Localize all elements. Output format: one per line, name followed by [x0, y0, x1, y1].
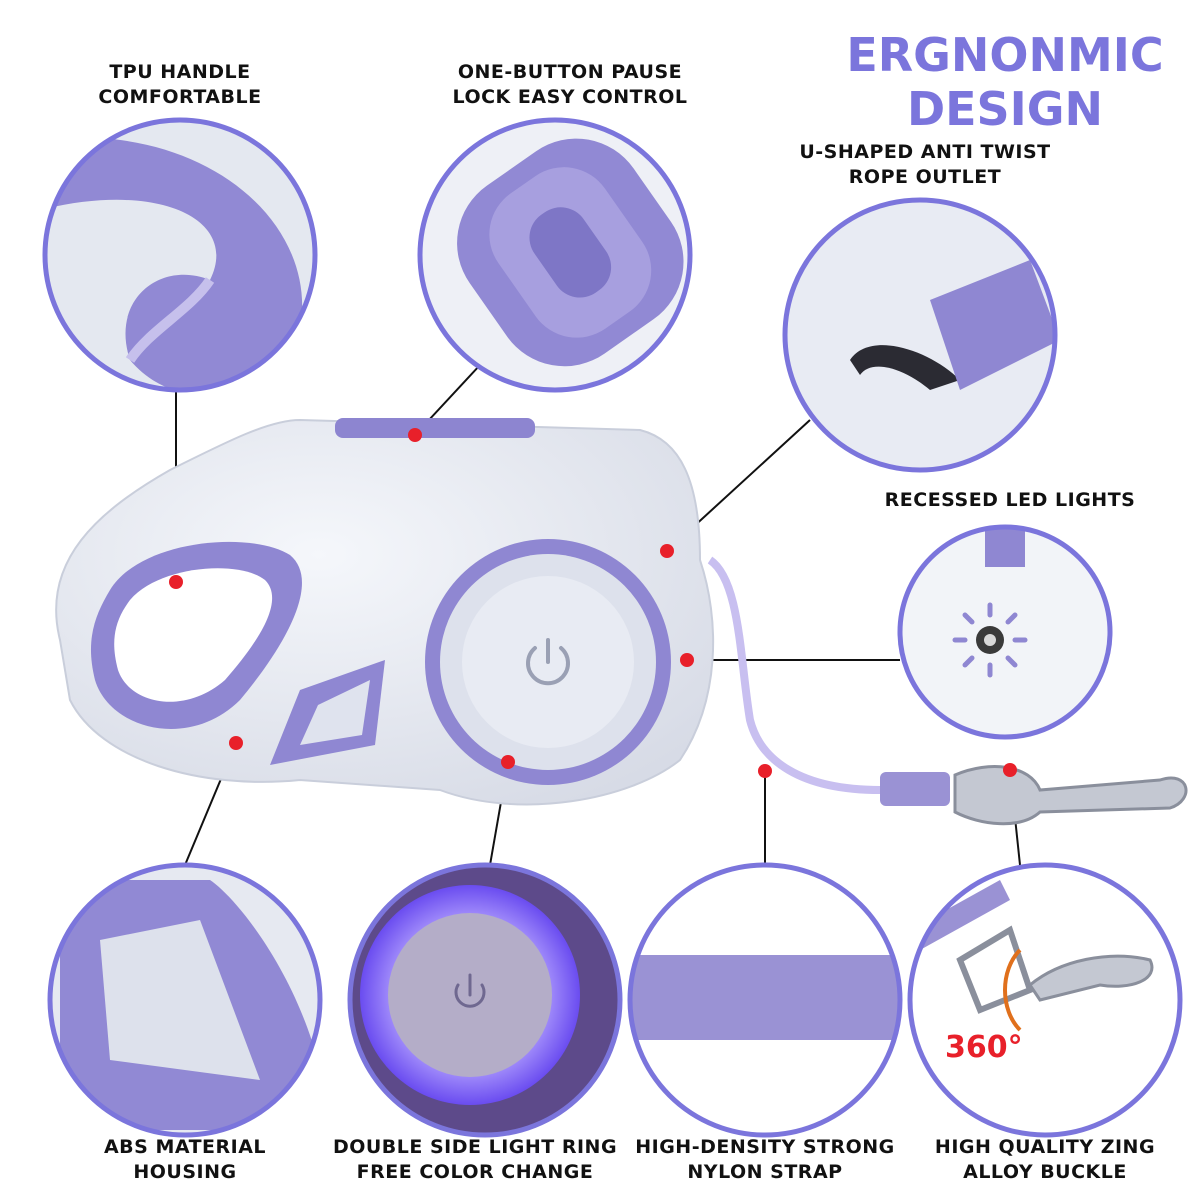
headline: ERGNONMIC DESIGN	[820, 28, 1190, 136]
label-led-lights: RECESSED LED LIGHTS	[884, 489, 1136, 511]
label-rope-outlet: U-SHAPED ANTI TWIST ROPE OUTLET	[799, 141, 1051, 188]
detail-abs-housing	[47, 862, 323, 1138]
detail-led-lights	[897, 524, 1113, 740]
rotation-badge: 360°	[945, 1030, 1023, 1065]
detail-rope-outlet	[782, 197, 1058, 473]
headline-line1: ERGNONMIC	[846, 28, 1164, 82]
label-nylon-strap: HIGH-DENSITY STRONG NYLON STRAP	[635, 1136, 895, 1183]
detail-pause-button	[417, 117, 693, 393]
label-alloy-buckle: HIGH QUALITY ZING ALLOY BUCKLE	[934, 1136, 1156, 1183]
detail-nylon-strap	[627, 862, 903, 1138]
detail-tpu-handle	[42, 117, 318, 393]
detail-light-ring	[347, 862, 623, 1138]
detail-alloy-buckle	[907, 862, 1183, 1138]
label-tpu-handle: TPU HANDLE COMFORTABLE	[98, 61, 262, 108]
leash-body	[55, 418, 1188, 826]
label-light-ring: DOUBLE SIDE LIGHT RING FREE COLOR CHANGE	[332, 1136, 618, 1183]
label-pause-button: ONE-BUTTON PAUSE LOCK EASY CONTROL	[452, 61, 688, 108]
headline-line2: DESIGN	[906, 82, 1104, 136]
label-abs-housing: ABS MATERIAL HOUSING	[103, 1136, 267, 1183]
